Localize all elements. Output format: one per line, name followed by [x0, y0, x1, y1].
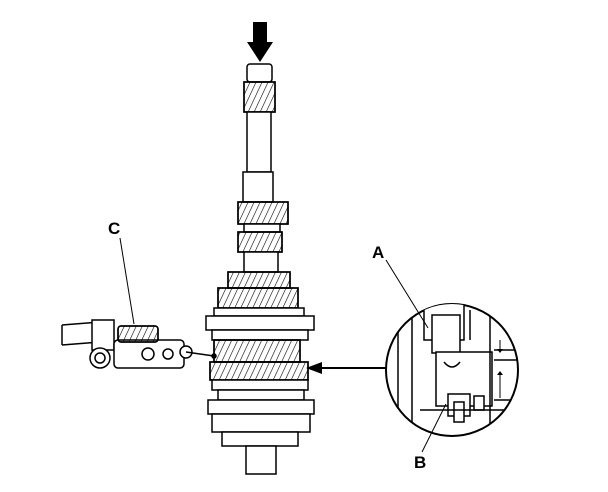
- label-a: A: [372, 243, 384, 262]
- gear-stack: [205, 271, 315, 475]
- leader-lines: [119, 237, 447, 453]
- down-arrow-icon: [247, 22, 273, 62]
- dial-indicator: [61, 319, 217, 369]
- label-b: B: [414, 453, 426, 472]
- detail-magnifier: [385, 303, 519, 437]
- label-c: C: [108, 219, 120, 238]
- pointer-arrow-icon: [306, 362, 386, 374]
- input-shaft: [237, 63, 289, 273]
